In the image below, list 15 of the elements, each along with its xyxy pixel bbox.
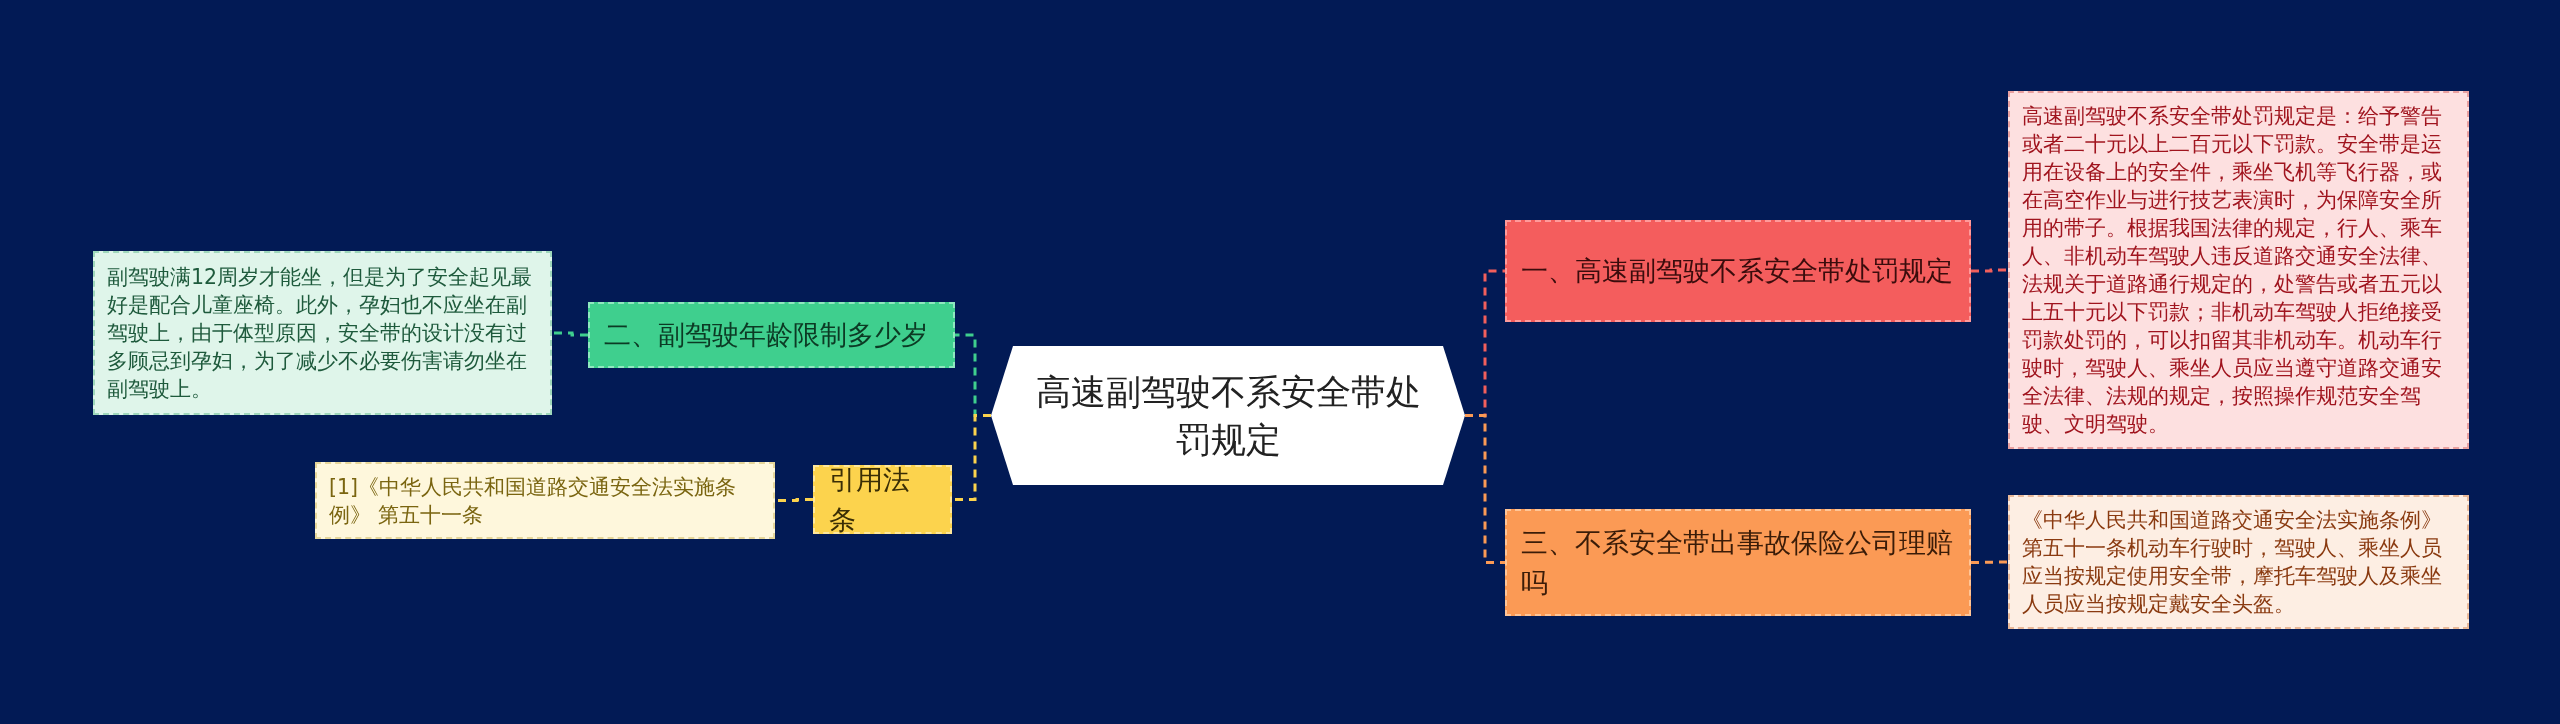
topic-box: 三、不系安全带出事故保险公司理赔吗 — [1505, 509, 1971, 616]
connector-line — [1971, 268, 2008, 273]
connector-line — [775, 498, 813, 502]
note-box: 高速副驾驶不系安全带处罚规定是：给予警告或者二十元以上二百元以下罚款。安全带是运用在设备上的安全件，乘坐飞机等飞行器，或在高空作业与进行技艺表演时，为保障安全所用的带子。根据我国法律的规定，行人、乘车人、非机动车驾驶人违反道路交通安全法律、法规关于道路通行规定的，处警告或者五元以上五十元以下罚款；非机动车驾驶人拒绝接受罚款处罚的，可以扣留其非机动车。机动车行驶时，驾驶人、乘坐人员应当遵守道路交通安全法律、法规的规定，按照操作规范安全驾驶、文明驾驶。 — [2008, 91, 2469, 449]
note-box: 副驾驶满12周岁才能坐，但是为了安全起见最好是配合儿童座椅。此外，孕妇也不应坐在副驾驶上，由于体型原因，安全带的设计没有过多顾忌到孕妇，为了减少不必要伤害请勿坐在副驾驶上。 — [93, 251, 552, 415]
connector-line — [1970, 560, 2009, 564]
connector-line — [552, 331, 588, 337]
connector-line — [1465, 414, 1505, 564]
connector-line — [952, 414, 991, 501]
note-box: [1]《中华人民共和国道路交通安全法实施条例》 第五十一条 — [315, 462, 775, 539]
topic-box: 引用法条 — [813, 465, 952, 534]
note-box: 《中华人民共和国道路交通安全法实施条例》第五十一条机动车行驶时，驾驶人、乘坐人员应当按规定使用安全带，摩托车驾驶人及乘坐人员应当按规定戴安全头盔。 — [2008, 495, 2469, 629]
topic-box: 一、高速副驾驶不系安全带处罚规定 — [1505, 220, 1971, 322]
topic-box: 二、副驾驶年龄限制多少岁 — [588, 302, 955, 368]
central-topic: 高速副驾驶不系安全带处罚规定 — [991, 346, 1465, 485]
